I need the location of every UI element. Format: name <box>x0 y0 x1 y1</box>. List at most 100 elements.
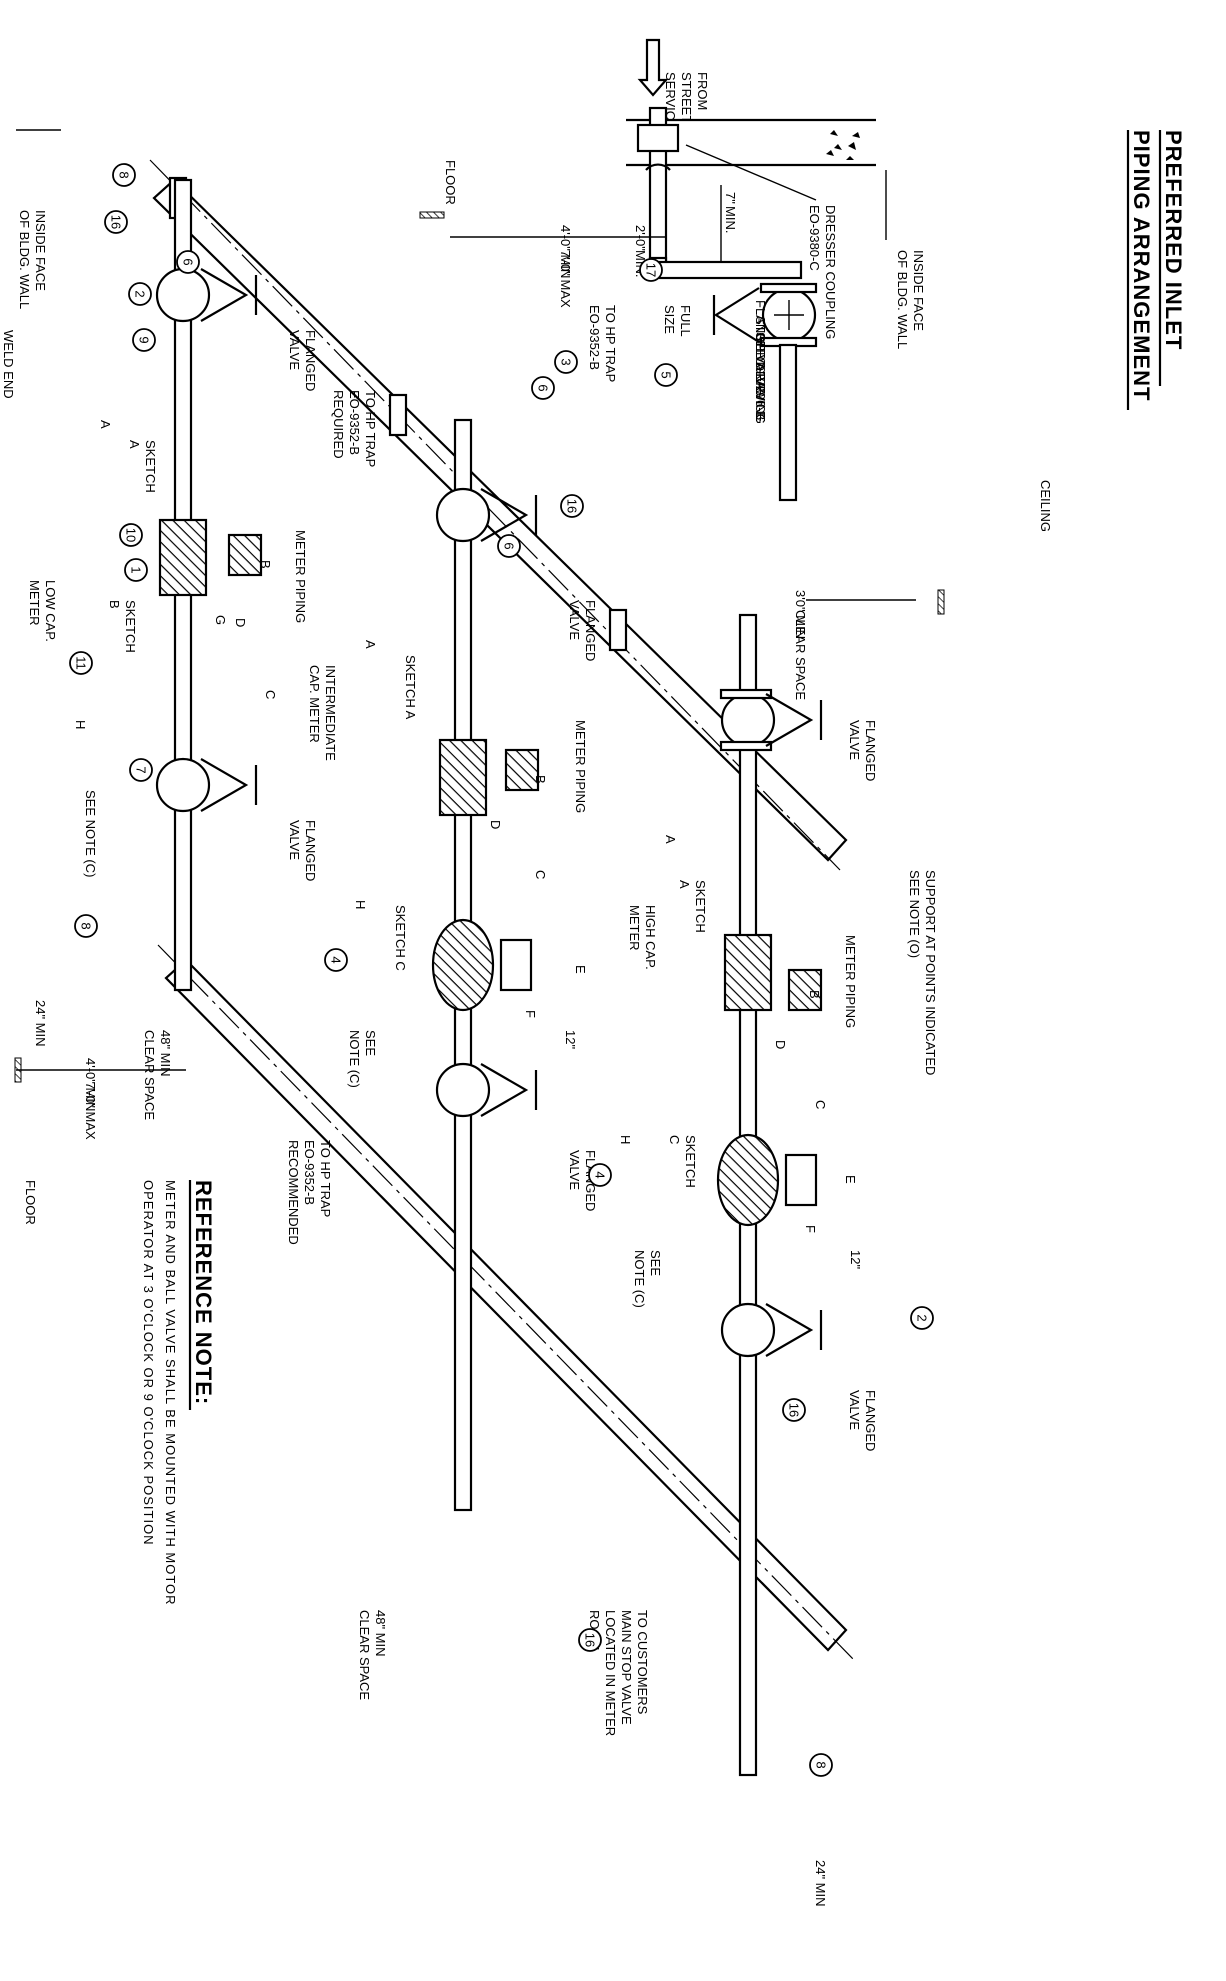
min7-b: MIN. <box>723 206 738 233</box>
mid-flanged2-2: VALVE <box>567 1150 582 1190</box>
left-inside-face-1: INSIDE FACE <box>33 210 48 291</box>
left-sketch-b-2: B <box>107 600 122 609</box>
full-size-1: FULL <box>678 305 693 337</box>
intermediate-meter <box>438 738 488 817</box>
left-clear-48-1: 48" MIN <box>158 1030 173 1077</box>
service-valve-3: SEE DRAWING <box>753 332 768 424</box>
callout-6: 6 <box>531 376 555 400</box>
support-1: SUPPORT AT POINTS INDICATED <box>923 870 938 1075</box>
left-inside-face-2: OF BLDG. WALL <box>17 210 32 309</box>
svg-text:11: 11 <box>74 656 89 670</box>
callout-8: 8 <box>112 163 136 187</box>
left-dim-h: H <box>73 720 88 729</box>
left-see-note: SEE NOTE (C) <box>83 790 98 877</box>
left-dim-b: B <box>258 560 273 569</box>
right-dim-h: H <box>618 1135 633 1144</box>
callout-6b: 6 <box>497 534 521 558</box>
intermediate-2: CAP. METER <box>307 665 322 743</box>
callout-16: 16 <box>560 494 584 518</box>
left-floor: FLOOR <box>23 1180 38 1225</box>
mid-sketch-a: SKETCH A <box>403 655 418 720</box>
left-dim-4-min: 4'-0" MIN <box>83 1058 98 1111</box>
svg-text:6: 6 <box>536 384 551 391</box>
left-dim-a: A <box>98 420 113 429</box>
mid-dim-a: A <box>363 640 378 649</box>
right-dim-12: 12" <box>848 1250 863 1269</box>
left-dim-7-max: 7'-0" MAX <box>83 1082 98 1140</box>
svg-text:8: 8 <box>117 171 132 178</box>
high-cap-2: METER <box>627 905 642 951</box>
right-sketch-a-2: A <box>677 880 692 889</box>
svg-text:16: 16 <box>109 215 124 229</box>
callout-5: 5 <box>654 363 678 387</box>
svg-text:2: 2 <box>915 1314 930 1321</box>
svg-text:17: 17 <box>644 263 659 277</box>
reference-note-line2: OPERATOR AT 3 O'CLOCK OR 9 O'CLOCK POSIT… <box>141 1180 156 1546</box>
mid-dim-b: B <box>533 775 548 784</box>
left-dim-24: 24" MIN <box>33 1000 48 1047</box>
mid-dim-c: C <box>533 870 548 879</box>
right-see-note-1: SEE <box>648 1250 663 1276</box>
callout-4: 4 <box>324 948 348 972</box>
callout-2: 2 <box>128 282 152 306</box>
inlet-dim-4-min: 4'-0" MIN <box>558 225 573 278</box>
mid-dim-12: 12" <box>563 1030 578 1049</box>
svg-text:16: 16 <box>787 1403 802 1417</box>
right-flanged2-1: FLANGED <box>863 1390 878 1451</box>
from-street-2: STREET <box>679 72 694 123</box>
intermediate-ball-valve <box>431 918 495 1012</box>
right-sketch-a-1: SKETCH <box>693 880 708 933</box>
left-sketch-b-1: SKETCH <box>123 600 138 653</box>
svg-text:7: 7 <box>134 766 149 773</box>
svg-text:1: 1 <box>129 566 144 573</box>
intermediate-1: INTERMEDIATE <box>323 665 338 761</box>
mid-clear-48-1: 48" MIN <box>373 1610 388 1657</box>
right-sketch-c-2: C <box>667 1135 682 1144</box>
right-dim-24: 24" MIN <box>813 1860 828 1907</box>
hp-trap-rec-1: TO HP TRAP <box>318 1140 333 1217</box>
left-flanged2-2: VALVE <box>287 820 302 860</box>
right-see-note-2: NOTE (C) <box>632 1250 647 1308</box>
high-cap-run: 3'0" MIN CLEAR SPACE FLANGED VALVE SUPPO… <box>587 589 945 1907</box>
inlet-inside-face-2: OF BLDG. WALL <box>895 250 910 349</box>
left-sketch-a-1: SKETCH <box>143 440 158 493</box>
title-line2: PIPING ARRANGEMENT <box>1129 130 1154 401</box>
reference-note-heading: REFERENCE NOTE: <box>191 1180 216 1405</box>
mid-dim-e: E <box>573 965 588 974</box>
flow-arrow-icon <box>637 38 669 97</box>
callout-17: 17 <box>639 258 663 282</box>
mid-see-note-1: SEE <box>363 1030 378 1056</box>
mid-see-note-2: NOTE (C) <box>347 1030 362 1088</box>
svg-text:16: 16 <box>583 1633 598 1647</box>
left-flanged2-1: FLANGED <box>303 820 318 881</box>
svg-text:8: 8 <box>814 1761 829 1768</box>
left-dim-d: D <box>233 618 248 627</box>
full-size-2: SIZE <box>662 305 677 334</box>
to-customers-1: TO CUSTOMERS <box>635 1610 650 1715</box>
right-dim-e: E <box>843 1175 858 1184</box>
hp-trap-rec-2: EO-9352-B <box>302 1140 317 1205</box>
from-street-1: FROM <box>695 72 710 110</box>
callout-bubbles: 17 5 3 6 16 6 8 16 6 2 9 10 1 11 7 8 4 4… <box>69 163 934 1777</box>
hp-trap-req-1: TO HP TRAP <box>363 390 378 467</box>
callout-7: 7 <box>129 758 153 782</box>
mid-clear-48-2: CLEAR SPACE <box>357 1610 372 1700</box>
mid-dim-d: D <box>488 820 503 829</box>
svg-text:5: 5 <box>659 371 674 378</box>
support-2: SEE NOTE (O) <box>907 870 922 958</box>
right-dim-d: D <box>773 1040 788 1049</box>
left-dim-g: G <box>213 615 228 625</box>
title-line1: PREFERRED INLET <box>1161 130 1186 350</box>
callout-8c: 8 <box>809 1753 833 1777</box>
inlet-section: FROM STREET SERVICE INSIDE FACE OF BLDG.… <box>419 38 1053 532</box>
left-meter-piping: METER PIPING <box>293 530 308 623</box>
lower-header: TO HP TRAP EO-9352-B RECOMMENDED 48" MIN… <box>142 944 855 1700</box>
to-hp-trap-1: TO HP TRAP <box>603 305 618 382</box>
callout-16d: 16 <box>578 1628 602 1652</box>
left-flanged-1: FLANGED <box>303 330 318 391</box>
callout-9: 9 <box>132 328 156 352</box>
svg-text:16: 16 <box>565 499 580 513</box>
right-dim-f: F <box>803 1225 818 1233</box>
inlet-inside-face-1: INSIDE FACE <box>911 250 926 331</box>
right-dim-b: B <box>807 990 822 999</box>
